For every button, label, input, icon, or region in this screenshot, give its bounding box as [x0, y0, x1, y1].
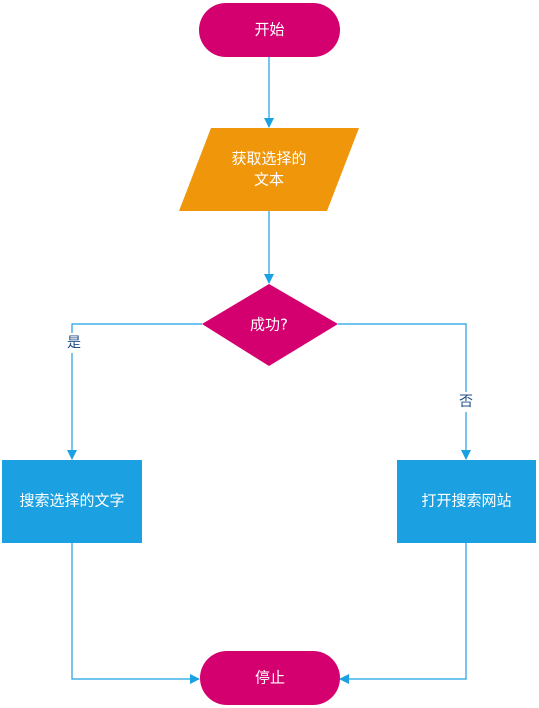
- edge-open-site-to-stop: [339, 543, 467, 684]
- search-text-node: 搜索选择的文字: [2, 460, 142, 543]
- edge-decision-yes: [67, 323, 202, 460]
- search-text-process-shape: [2, 460, 142, 543]
- edge-search-text-to-stop: [71, 543, 200, 684]
- start-terminal-shape: [199, 3, 340, 57]
- open-site-node: 打开搜索网站: [397, 460, 536, 543]
- decision-node: 成功?: [202, 284, 338, 366]
- yes-label-bg: [62, 333, 82, 353]
- no-label: 否: [459, 394, 473, 410]
- start-node: 开始: [199, 3, 340, 57]
- edge-labels: 是 否: [62, 333, 476, 412]
- stop-node: 停止: [200, 651, 340, 705]
- stop-terminal-shape: [200, 651, 340, 705]
- open-site-label: 打开搜索网站: [421, 492, 511, 510]
- decision-label: 成功?: [250, 316, 288, 334]
- search-text-label: 搜索选择的文字: [19, 492, 124, 510]
- start-label: 开始: [254, 21, 284, 39]
- yes-label: 是: [67, 335, 81, 351]
- stop-label: 停止: [255, 669, 285, 687]
- get-text-io-shape: [179, 128, 359, 211]
- connectors: [67, 57, 471, 684]
- get-text-label-line1: 获取选择的: [231, 150, 306, 168]
- get-text-node: 获取选择的 文本: [179, 128, 359, 211]
- get-text-label-line2: 文本: [254, 171, 284, 189]
- open-site-process-shape: [397, 460, 536, 543]
- edge-decision-no: [338, 323, 471, 460]
- decision-diamond-shape: [202, 284, 338, 366]
- no-label-bg: [456, 392, 476, 412]
